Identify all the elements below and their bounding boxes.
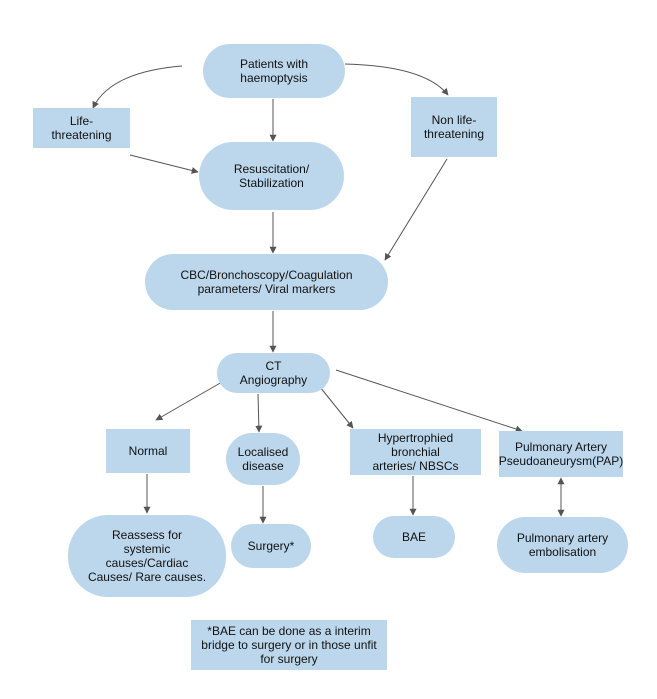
node-normal: Normal	[106, 429, 190, 473]
node-reassess: Reassess for systemic causes/Cardiac Cau…	[68, 515, 226, 597]
node-cbc-bronchoscopy: CBC/Bronchoscopy/Coagulation parameters/…	[145, 254, 388, 310]
node-pulmonary-artery-embolisation: Pulmonary artery embolisation	[497, 517, 628, 573]
arrow-ct-to-localised	[255, 393, 263, 433]
arrow-start-to-nonlife	[344, 63, 449, 96]
node-bae: BAE	[373, 516, 455, 558]
arrow-start-to-life	[92, 65, 183, 109]
node-resuscitation-stabilization: Resuscitation/ Stabilization	[199, 142, 344, 210]
node-life-threatening: Life- threatening	[33, 108, 130, 148]
arrow-ct-to-pap	[335, 369, 523, 433]
node-non-life-threatening: Non life- threatening	[411, 97, 497, 157]
node-localised-disease: Localised disease	[226, 433, 300, 485]
node-pulmonary-artery-pseudoaneurysm: Pulmonary Artery Pseudoaneurysm(PAP)	[499, 431, 623, 477]
arrow-nonlife-to-cbc	[384, 158, 448, 261]
node-hypertrophied-bronchial-arteries: Hypertrophied bronchial arteries/ NBSCs	[350, 429, 481, 475]
footnote-box: *BAE can be done as a interim bridge to …	[191, 620, 387, 670]
arrow-ct-to-hyper	[319, 386, 354, 429]
node-patients-with-haemoptysis: Patients with haemoptysis	[203, 44, 345, 98]
node-ct-angiography: CT Angiography	[217, 353, 330, 393]
node-surgery: Surgery*	[231, 524, 311, 568]
arrow-life-to-resus	[129, 154, 199, 174]
arrow-ct-to-normal	[155, 381, 223, 421]
